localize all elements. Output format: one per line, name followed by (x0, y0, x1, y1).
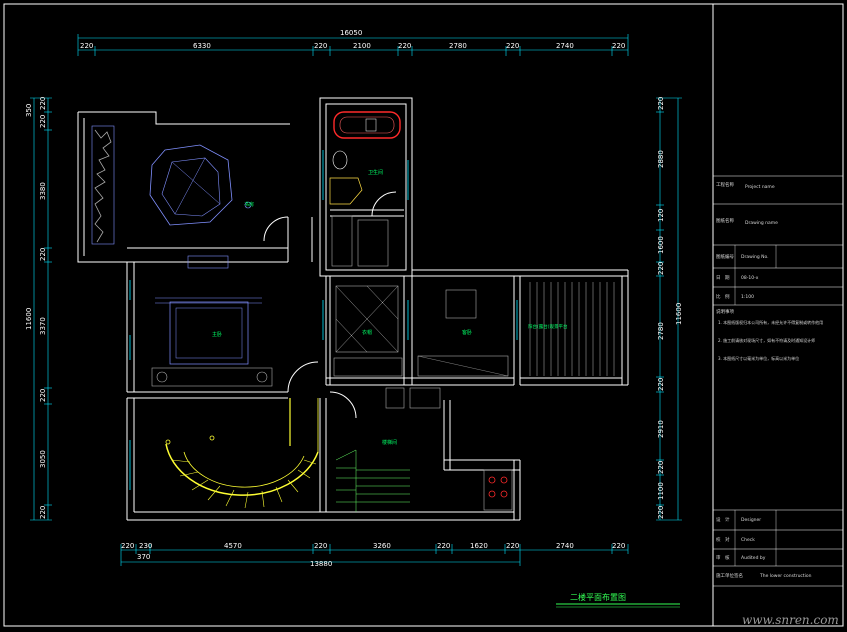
appliance-detail (385, 387, 513, 511)
dim-right-seg: 220 (657, 506, 665, 519)
room-label-balcony: 阳台(露台)观景平台 (528, 323, 568, 330)
dim-bottom-seg: 220 (437, 542, 450, 550)
dim-left-seg: 3050 (39, 450, 47, 468)
room-label-stair: 楼梯间 (382, 439, 397, 446)
tb-note-2: 2. 施工前请核对现场尺寸，如有不符请及时通知设计师 (718, 337, 815, 343)
study-furniture (91, 125, 252, 269)
plan-title: 二楼平面布置图 (570, 592, 626, 602)
straight-stair (335, 449, 410, 512)
tb-drawing-value: Drawing name (745, 220, 778, 226)
dim-top-seg: 2740 (556, 42, 574, 50)
dim-bottom-seg: 230 (139, 542, 152, 550)
tb-number-label: 图纸编号 (716, 253, 734, 260)
tb-scale-label: 比 例 (716, 293, 730, 300)
title-block: 工程名称 Project name 图纸名称 Drawing name 图纸编号… (713, 175, 843, 587)
guest-furniture (417, 289, 509, 377)
tb-note-3: 3. 本图纸尺寸以毫米为单位，标高以米为单位 (718, 355, 799, 361)
tb-designer-value: Designer (741, 517, 761, 523)
dim-top-seg: 6330 (193, 42, 211, 50)
tb-unit-label: 施工单位签名 (716, 572, 743, 579)
dim-right-seg: 220 (657, 97, 665, 110)
dim-top-seg: 220 (612, 42, 625, 50)
dim-top-total: 16050 (340, 29, 362, 37)
dim-bottom-seg: 4570 (224, 542, 242, 550)
closet-furniture (333, 285, 403, 377)
dim-bottom-seg: 220 (314, 542, 327, 550)
dim-left-seg: 350 (25, 104, 33, 117)
tb-check-value: Check (741, 537, 755, 543)
tb-audit-value: Audited by (741, 555, 766, 561)
dim-bottom-seg: 220 (612, 542, 625, 550)
tb-scale-value: 1:100 (741, 294, 754, 300)
dim-right-seg: 1600 (657, 236, 665, 254)
dim-bottom-seg: 220 (506, 542, 519, 550)
room-label-closet: 衣帽 (362, 329, 372, 336)
dim-top-seg: 220 (398, 42, 411, 50)
dimension-lines (30, 34, 682, 566)
dim-left-seg: 3380 (39, 182, 47, 200)
dim-bottom-seg: 1620 (470, 542, 488, 550)
master-furniture (151, 297, 273, 387)
room-label-bath: 卫生间 (368, 169, 383, 176)
dim-left-seg: 220 (39, 115, 47, 128)
dim-right-seg: 2780 (657, 322, 665, 340)
dim-bottom-total: 13880 (310, 560, 332, 568)
dim-left-seg: 220 (39, 97, 47, 110)
tb-unit-value: The lower construction (759, 573, 812, 579)
tb-project-value: Project name (745, 184, 775, 190)
tb-drawing-label: 图纸名称 (716, 217, 734, 224)
dim-right-seg: 2910 (657, 420, 665, 438)
dim-top-seg: 220 (80, 42, 93, 50)
dim-left-total: 11600 (25, 308, 33, 330)
dim-bottom-seg: 2740 (556, 542, 574, 550)
room-label-study: 书房 (244, 201, 254, 208)
windows (129, 150, 518, 490)
dim-right-total: 11600 (675, 303, 683, 325)
dim-left-seg: 3370 (39, 317, 47, 335)
tb-notes-label: 说明事项 (716, 308, 734, 315)
dim-bottom-sub: 370 (137, 553, 150, 561)
dim-right-seg: 1100 (657, 482, 665, 500)
tb-note-1: 1. 本图纸版权归本公司所有，未经允许不得复制或转作他用 (718, 319, 823, 325)
dim-top-seg: 2100 (353, 42, 371, 50)
dim-top-seg: 220 (314, 42, 327, 50)
room-label-guest: 客卧 (462, 329, 472, 336)
dim-bottom-seg: 220 (121, 542, 134, 550)
tb-date-value: 08-10-x (741, 275, 759, 281)
dim-right-seg: 2880 (657, 150, 665, 168)
drawing-frame (3, 3, 844, 627)
tb-audit-label: 审 核 (716, 554, 730, 561)
balcony-slats (529, 282, 615, 376)
tb-check-label: 校 对 (716, 536, 730, 543)
dim-left-seg: 220 (39, 248, 47, 261)
plan-title-block: 二楼平面布置图 (556, 592, 680, 608)
tb-designer-label: 设 计 (716, 516, 730, 523)
dim-top-seg: 2780 (449, 42, 467, 50)
spiral-stair (165, 398, 319, 509)
watermark: www.snren.com (742, 613, 839, 627)
dim-right-seg: 120 (657, 209, 665, 222)
walls (77, 97, 629, 521)
dim-left-seg: 220 (39, 389, 47, 402)
dim-bottom-seg: 3260 (373, 542, 391, 550)
bath-fixtures (329, 111, 401, 267)
dim-left-seg: 220 (39, 506, 47, 519)
dim-right-seg: 220 (657, 262, 665, 275)
dim-top-seg: 220 (506, 42, 519, 50)
tb-date-label: 日 期 (716, 275, 730, 281)
room-label-master: 主卧 (212, 331, 222, 338)
tb-project-label: 工程名称 (716, 181, 734, 188)
tb-number-value: Drawing No. (741, 254, 769, 260)
dim-right-seg: 220 (657, 378, 665, 391)
dim-right-seg: 220 (657, 461, 665, 474)
